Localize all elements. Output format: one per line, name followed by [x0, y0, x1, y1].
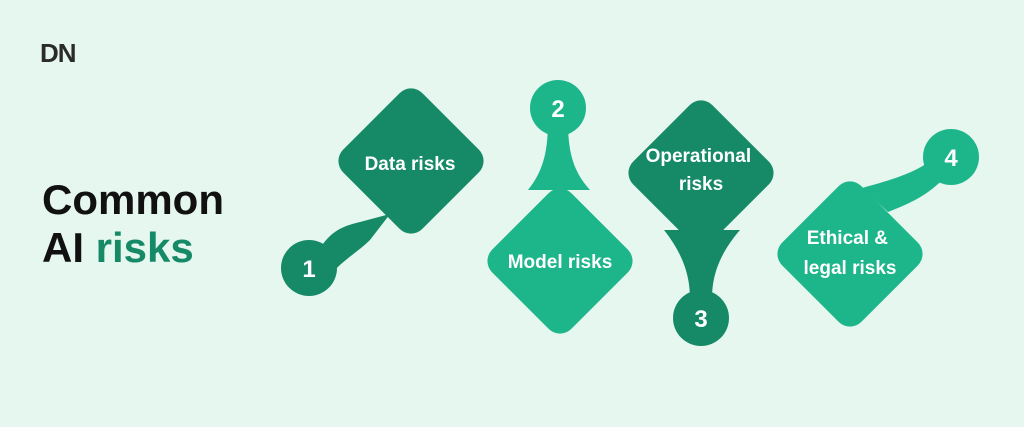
risk-4-badge: [923, 129, 979, 185]
risk-1-number: 1: [302, 256, 315, 283]
risk-4-diamond: [777, 181, 923, 327]
risk-4-label-line-2: legal risks: [804, 258, 897, 279]
risk-2-label: Model risks: [508, 252, 613, 273]
risk-1-badge: [281, 240, 337, 296]
risk-4-label: Ethical & legal risks: [804, 228, 897, 279]
risk-3-diamond: [628, 100, 774, 246]
risk-2-label-line-1: Model risks: [508, 252, 613, 273]
risk-2: 2 Model risks: [487, 80, 633, 334]
risk-4-connector: [862, 160, 946, 212]
logo: DN: [40, 38, 77, 68]
risk-1: 1 Data risks: [281, 88, 484, 296]
risk-2-diamond: [487, 188, 633, 334]
risk-3-connector: [664, 230, 740, 300]
risk-3-label-line-2: risks: [679, 174, 723, 195]
risk-3-label: Operational risks: [646, 146, 757, 195]
risk-2-badge: [530, 80, 586, 136]
risk-3-number: 3: [694, 306, 707, 333]
risk-4-number: 4: [944, 145, 958, 172]
risk-4: 4 Ethical & legal risks: [777, 129, 979, 327]
risk-3-label-line-1: Operational: [646, 146, 752, 167]
title-line-1: Common: [42, 176, 224, 223]
logo-text: DN: [40, 38, 77, 68]
page-title: Common AI risks: [42, 176, 224, 272]
risk-1-connector: [318, 214, 390, 276]
risk-1-label: Data risks: [365, 154, 456, 175]
risk-4-label-line-1: Ethical &: [807, 228, 889, 249]
risk-3-badge: [673, 290, 729, 346]
title-accent: risks: [95, 224, 194, 271]
title-line-2: AI risks: [42, 224, 224, 272]
title-prefix: AI: [42, 224, 84, 271]
risk-1-label-line-1: Data risks: [365, 154, 456, 175]
risk-2-number: 2: [551, 96, 564, 123]
risk-2-connector: [528, 120, 590, 190]
risk-1-diamond: [338, 88, 484, 234]
risk-3: 3 Operational risks: [628, 100, 774, 346]
